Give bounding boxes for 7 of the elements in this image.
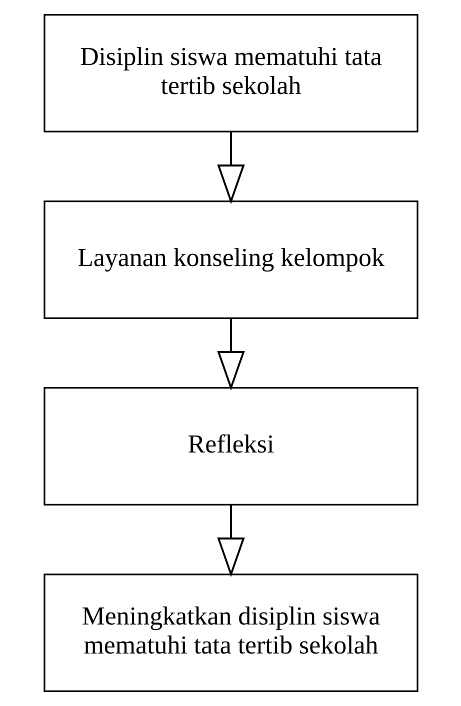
node-box: Meningkatkan disiplin siswa mematuhi tata tertib sekolah [43,574,418,692]
node-box: Layanan konseling kelompok [43,200,418,319]
arrow [216,132,244,204]
node-box: Disiplin siswa mematuhi tata tertib sekolah [43,14,418,132]
arrow [216,504,244,578]
node-box: Refleksi [43,387,418,506]
arrow [216,318,244,391]
